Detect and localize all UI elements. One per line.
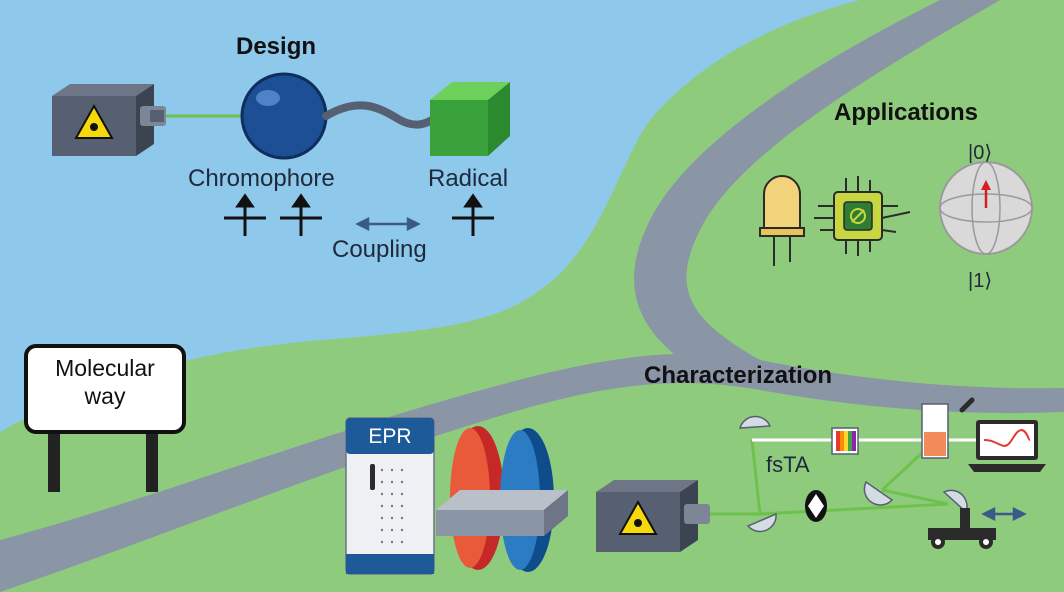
coupling-label: Coupling — [332, 236, 427, 263]
laser-warning-icon — [618, 499, 658, 535]
road-lower — [0, 353, 1064, 592]
road-upper — [634, 0, 1000, 372]
radical-label: Radical — [428, 165, 509, 192]
epr-instrument — [345, 417, 435, 575]
chopper-icon — [805, 490, 827, 522]
design-laser-box — [52, 84, 166, 156]
mirror — [738, 415, 968, 533]
applications-heading: Applications — [834, 99, 979, 126]
molecular-way-sign — [24, 344, 186, 492]
sign-line-2: way — [84, 383, 126, 409]
spin-arrow-icon — [224, 193, 494, 236]
laptop-icon — [968, 420, 1046, 472]
sample-cuvette — [921, 397, 975, 459]
chromophore-radical-linker — [322, 101, 436, 129]
chromophore-label: Chromophore — [188, 165, 335, 192]
fsta-label: fsTA — [766, 452, 810, 477]
sign-line-1: Molecular — [55, 355, 155, 381]
ket-zero-label: |0⟩ — [968, 142, 993, 164]
bloch-sphere-icon — [939, 161, 1033, 255]
chip-icon — [814, 176, 911, 256]
chromophore-sphere — [240, 72, 328, 160]
translation-stage-icon — [928, 506, 1027, 549]
characterization-heading: Characterization — [644, 362, 833, 389]
coupling-double-arrow — [355, 216, 421, 232]
epr-sample-holder — [436, 490, 568, 536]
radical-cube — [430, 82, 510, 156]
laser-warning-icon — [74, 103, 114, 139]
epr-label: EPR — [368, 425, 412, 448]
white-light-filter — [831, 427, 859, 455]
ket-one-label: |1⟩ — [968, 270, 993, 292]
fsta-beam-paths — [710, 438, 949, 516]
led-icon — [759, 175, 805, 266]
water-top-left — [0, 0, 860, 432]
fsta-laser-box — [596, 480, 710, 552]
sign-text: Molecular way — [30, 354, 180, 410]
design-heading: Design — [236, 33, 317, 60]
